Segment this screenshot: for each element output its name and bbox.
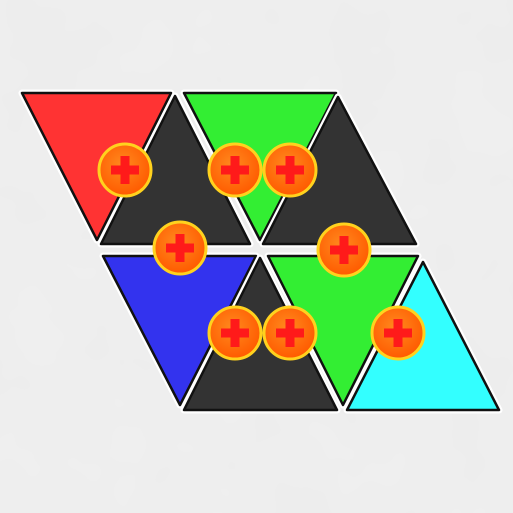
plus-button-7[interactable] <box>262 305 318 361</box>
plus-icon <box>276 156 304 184</box>
plus-button-5[interactable] <box>316 222 372 278</box>
plus-icon <box>221 319 249 347</box>
plus-icon <box>111 156 139 184</box>
plus-icon <box>384 319 412 347</box>
plus-button-1[interactable] <box>97 142 153 198</box>
plus-button-4[interactable] <box>152 220 208 276</box>
plus-button-8[interactable] <box>370 305 426 361</box>
plus-icon <box>166 234 194 262</box>
plus-button-2[interactable] <box>207 142 263 198</box>
plus-icon <box>221 156 249 184</box>
plus-icon <box>276 319 304 347</box>
plus-button-6[interactable] <box>207 305 263 361</box>
plus-icon <box>330 236 358 264</box>
buttons-layer <box>97 142 426 361</box>
plus-button-3[interactable] <box>262 142 318 198</box>
